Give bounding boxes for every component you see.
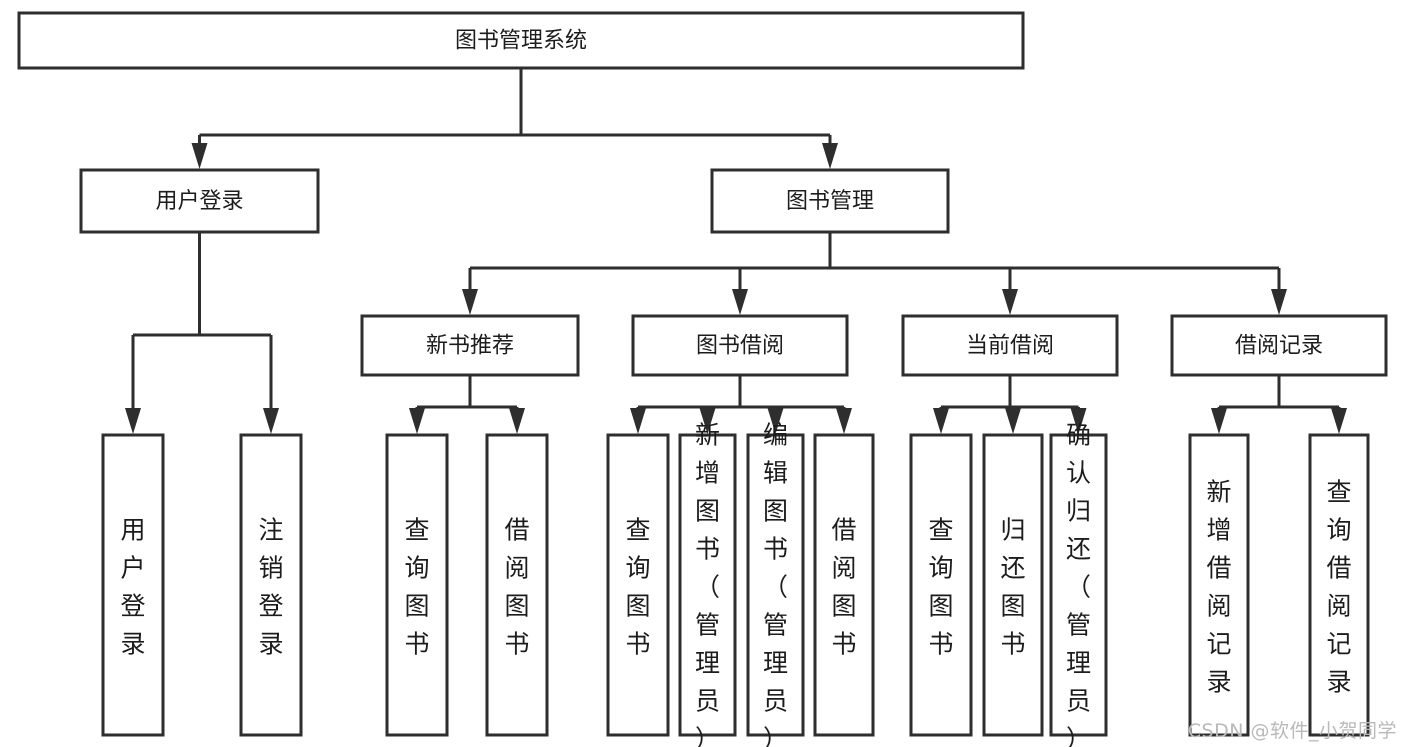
node-label: 查询图书 <box>404 516 429 659</box>
node-label: 图书管理系统 <box>455 29 587 54</box>
node-leaf-user-logout[interactable]: 注销登录 <box>239 433 303 737</box>
arrow-head-icon <box>836 408 852 434</box>
node-label: 注销登录 <box>258 516 283 659</box>
node-box[interactable] <box>678 433 737 737</box>
node-user-login[interactable]: 用户登录 <box>79 168 320 234</box>
node-label: 编辑图书（管理员） <box>763 421 788 747</box>
node-box[interactable] <box>1308 433 1370 737</box>
node-box[interactable] <box>606 433 670 737</box>
node-leaf-borrow-book-recommend[interactable]: 借阅图书 <box>485 433 549 737</box>
arrow-head-icon <box>1005 408 1021 434</box>
connector-group-root <box>191 68 838 169</box>
node-label: 用户登录 <box>155 189 243 214</box>
node-box[interactable] <box>485 433 549 737</box>
node-leaf-return-book[interactable]: 归还图书 <box>982 433 1044 737</box>
node-label: 确认归还（管理员） <box>1066 421 1091 747</box>
arrow-head-icon <box>1331 408 1347 434</box>
node-box[interactable] <box>17 11 1025 70</box>
node-leaf-confirm-return[interactable]: 确认归还（管理员） <box>1049 421 1108 747</box>
node-label: 查询图书 <box>928 516 953 659</box>
node-new-book-recommend[interactable]: 新书推荐 <box>360 314 580 377</box>
node-box[interactable] <box>710 168 950 234</box>
node-root[interactable]: 图书管理系统 <box>17 11 1025 70</box>
arrow-head-icon <box>409 408 425 434</box>
arrow-head-icon <box>699 408 716 434</box>
node-label: 借阅图书 <box>504 516 529 659</box>
node-borrow-record[interactable]: 借阅记录 <box>1170 314 1388 377</box>
connector-group-book-management <box>462 232 1287 315</box>
node-label: 用户登录 <box>120 516 145 659</box>
node-box[interactable] <box>101 433 165 737</box>
node-label: 查询图书 <box>625 516 650 659</box>
node-box[interactable] <box>385 433 449 737</box>
arrow-head-icon <box>191 143 208 169</box>
arrow-head-icon <box>933 408 949 434</box>
node-leaf-query-book-borrow[interactable]: 查询图书 <box>606 433 670 737</box>
arrow-head-icon <box>462 289 478 315</box>
node-leaf-user-login[interactable]: 用户登录 <box>101 433 165 737</box>
node-leaf-query-book-current[interactable]: 查询图书 <box>909 433 973 737</box>
node-leaf-query-borrow-record[interactable]: 查询借阅记录 <box>1308 433 1370 737</box>
node-label: 新增借阅记录 <box>1206 478 1231 697</box>
connector-group-borrow-record <box>1211 375 1347 434</box>
node-label: 图书管理 <box>786 189 874 214</box>
node-label: 图书借阅 <box>696 334 784 359</box>
node-box[interactable] <box>1049 433 1108 737</box>
node-box[interactable] <box>360 314 580 377</box>
node-label: 归还图书 <box>1000 516 1025 659</box>
arrow-head-icon <box>1070 408 1087 434</box>
node-leaf-add-book[interactable]: 新增图书（管理员） <box>678 421 737 747</box>
arrow-head-icon <box>1211 408 1227 434</box>
node-box[interactable] <box>1170 314 1388 377</box>
arrow-head-icon <box>822 143 838 169</box>
node-leaf-add-borrow-record[interactable]: 新增借阅记录 <box>1188 433 1250 737</box>
node-box[interactable] <box>239 433 303 737</box>
node-box[interactable] <box>813 433 875 737</box>
arrow-head-icon <box>1271 289 1287 315</box>
arrow-head-icon <box>767 408 784 434</box>
node-box[interactable] <box>746 433 805 737</box>
node-current-borrow[interactable]: 当前借阅 <box>901 314 1119 377</box>
node-leaf-edit-book[interactable]: 编辑图书（管理员） <box>746 421 805 747</box>
connector-group-user-login <box>125 232 279 434</box>
node-box[interactable] <box>982 433 1044 737</box>
arrow-head-icon <box>1002 289 1018 315</box>
node-box[interactable] <box>1188 433 1250 737</box>
connector-group-book-borrow <box>630 375 852 434</box>
node-book-management[interactable]: 图书管理 <box>710 168 950 234</box>
arrow-head-icon <box>509 408 525 434</box>
node-book-borrow[interactable]: 图书借阅 <box>631 314 849 377</box>
node-label: 查询借阅记录 <box>1326 478 1351 697</box>
node-label: 借阅图书 <box>831 516 856 659</box>
node-box[interactable] <box>631 314 849 377</box>
arrow-head-icon <box>125 408 141 434</box>
node-label: 借阅记录 <box>1235 334 1323 359</box>
arrow-head-icon <box>630 408 646 434</box>
connector-group-current-borrow <box>933 375 1087 434</box>
arrow-head-icon <box>732 289 748 315</box>
node-label: 当前借阅 <box>966 334 1054 359</box>
node-box[interactable] <box>901 314 1119 377</box>
node-leaf-borrow-book[interactable]: 借阅图书 <box>813 433 875 737</box>
node-layer: 图书管理系统用户登录图书管理新书推荐图书借阅当前借阅借阅记录用户登录注销登录查询… <box>17 11 1388 747</box>
node-label: 新增图书（管理员） <box>695 421 720 747</box>
node-label: 新书推荐 <box>426 334 514 359</box>
node-box[interactable] <box>909 433 973 737</box>
node-box[interactable] <box>79 168 320 234</box>
connector-group-new-book-recommend <box>409 375 525 434</box>
node-leaf-query-book-recommend[interactable]: 查询图书 <box>385 433 449 737</box>
arrow-head-icon <box>263 408 279 434</box>
connector-layer <box>125 68 1347 434</box>
